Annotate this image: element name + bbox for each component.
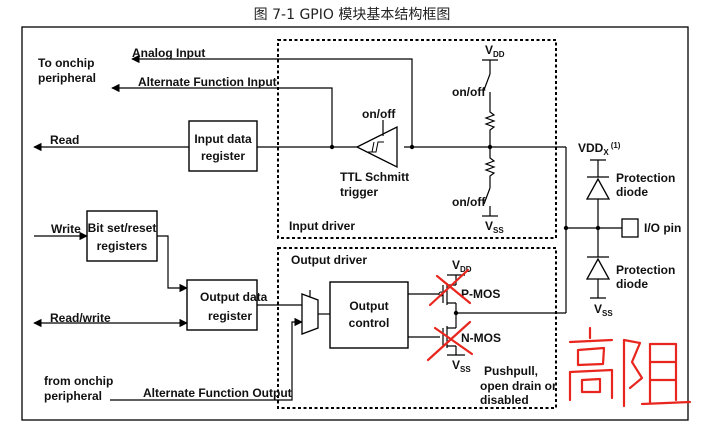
protection-diode-top	[585, 177, 611, 200]
pull-up-resistor	[484, 106, 496, 147]
protection-diode-bottom-label-2: diode	[616, 277, 648, 291]
pull-down-on-off-label: on/off	[452, 195, 486, 209]
pushpull-label: Pushpull,	[484, 364, 538, 378]
analog-input-wire	[131, 54, 413, 147]
analog-input-label: Analog Input	[132, 46, 205, 60]
pushpull-label-3: disabled	[480, 393, 529, 407]
to-onchip-label: To onchip	[38, 56, 94, 70]
vss-right-label: VSS	[594, 302, 613, 318]
red-cross-pmos	[428, 268, 472, 307]
output-control	[329, 281, 409, 349]
read-label: Read	[50, 133, 79, 147]
vddx-bar	[590, 159, 606, 177]
protection-diode-top-label-2: diode	[616, 185, 648, 199]
pull-down-switch	[483, 187, 491, 216]
input-data-register	[188, 120, 258, 172]
output-data-register-label: Output data	[200, 290, 268, 304]
from-onchip-label-2: peripheral	[44, 389, 102, 403]
schmitt-on-off-label: on/off	[362, 107, 396, 121]
write-label: Write	[51, 222, 81, 236]
input-data-register-label: Input data	[194, 132, 252, 146]
output-control-label-2: control	[349, 316, 390, 330]
to-onchip-label-2: peripheral	[38, 71, 96, 85]
input-driver-label: Input driver	[289, 219, 355, 233]
protection-diode-bottom-label: Protection	[616, 263, 675, 277]
output-data-register	[186, 279, 258, 331]
pull-up-on-off-label: on/off	[452, 85, 486, 99]
alt-function-input-label: Alternate Function Input	[138, 75, 277, 89]
p-mos-label: P-MOS	[461, 287, 500, 301]
junction	[329, 144, 335, 150]
vdd-top-bar	[482, 59, 498, 74]
handwritten-char-zu	[622, 338, 692, 408]
pull-up-switch	[483, 73, 491, 106]
alt-function-input-wire	[111, 83, 333, 147]
alt-function-output-wire	[110, 317, 303, 401]
junction	[563, 225, 569, 231]
protection-diode-top-label: Protection	[616, 171, 675, 185]
pull-down-resistor	[484, 147, 496, 188]
output-driver-label: Output driver	[291, 253, 367, 267]
ttl-schmitt-label: TTL Schmitt	[340, 170, 409, 184]
vss-mid-label: VSS	[485, 219, 504, 235]
outer-frame	[21, 26, 689, 421]
pushpull-label-2: open drain or	[480, 379, 557, 393]
output-data-register-label-2: register	[208, 309, 252, 323]
hysteresis-symbol	[368, 141, 384, 153]
red-cross-nmos	[426, 320, 474, 362]
vss-out-label: VSS	[452, 358, 471, 374]
bit-set-reset-registers	[86, 210, 158, 262]
io-pin-pad	[621, 218, 639, 238]
input-driver-box	[277, 39, 557, 239]
handwritten-annotation	[426, 268, 692, 408]
read-write-label: Read/write	[50, 311, 111, 325]
from-onchip-label: from onchip	[44, 374, 113, 388]
output-driver-box	[277, 247, 557, 409]
trigger-label: trigger	[340, 185, 378, 199]
vdd-out-label: VDD	[452, 258, 472, 274]
alt-function-output-label: Alternate Function Output	[143, 386, 292, 400]
vddx-label: VDDX(1)	[578, 141, 621, 157]
output-multiplexer	[301, 293, 319, 335]
bsr-to-odr-wire	[157, 235, 188, 293]
n-mos-label: N-MOS	[461, 331, 501, 345]
bit-set-reset-label: Bit set/reset	[88, 221, 157, 235]
protection-diode-bottom	[585, 257, 611, 280]
diode-top-bar	[587, 176, 609, 228]
bit-set-reset-label-2: registers	[97, 239, 148, 253]
junction	[409, 144, 415, 150]
diode-bottom-bar	[587, 256, 609, 299]
vdd-top-label: VDD	[485, 43, 505, 59]
handwritten-note-text: 高阻	[0, 0, 2, 1]
output-control-label: Output	[349, 299, 388, 313]
input-data-register-label-2: register	[201, 149, 245, 163]
figure-title: 图 7-1 GPIO 模块基本结构框图	[254, 6, 451, 23]
io-pin-label: I/O pin	[644, 221, 681, 235]
handwritten-char-gao	[568, 326, 614, 402]
